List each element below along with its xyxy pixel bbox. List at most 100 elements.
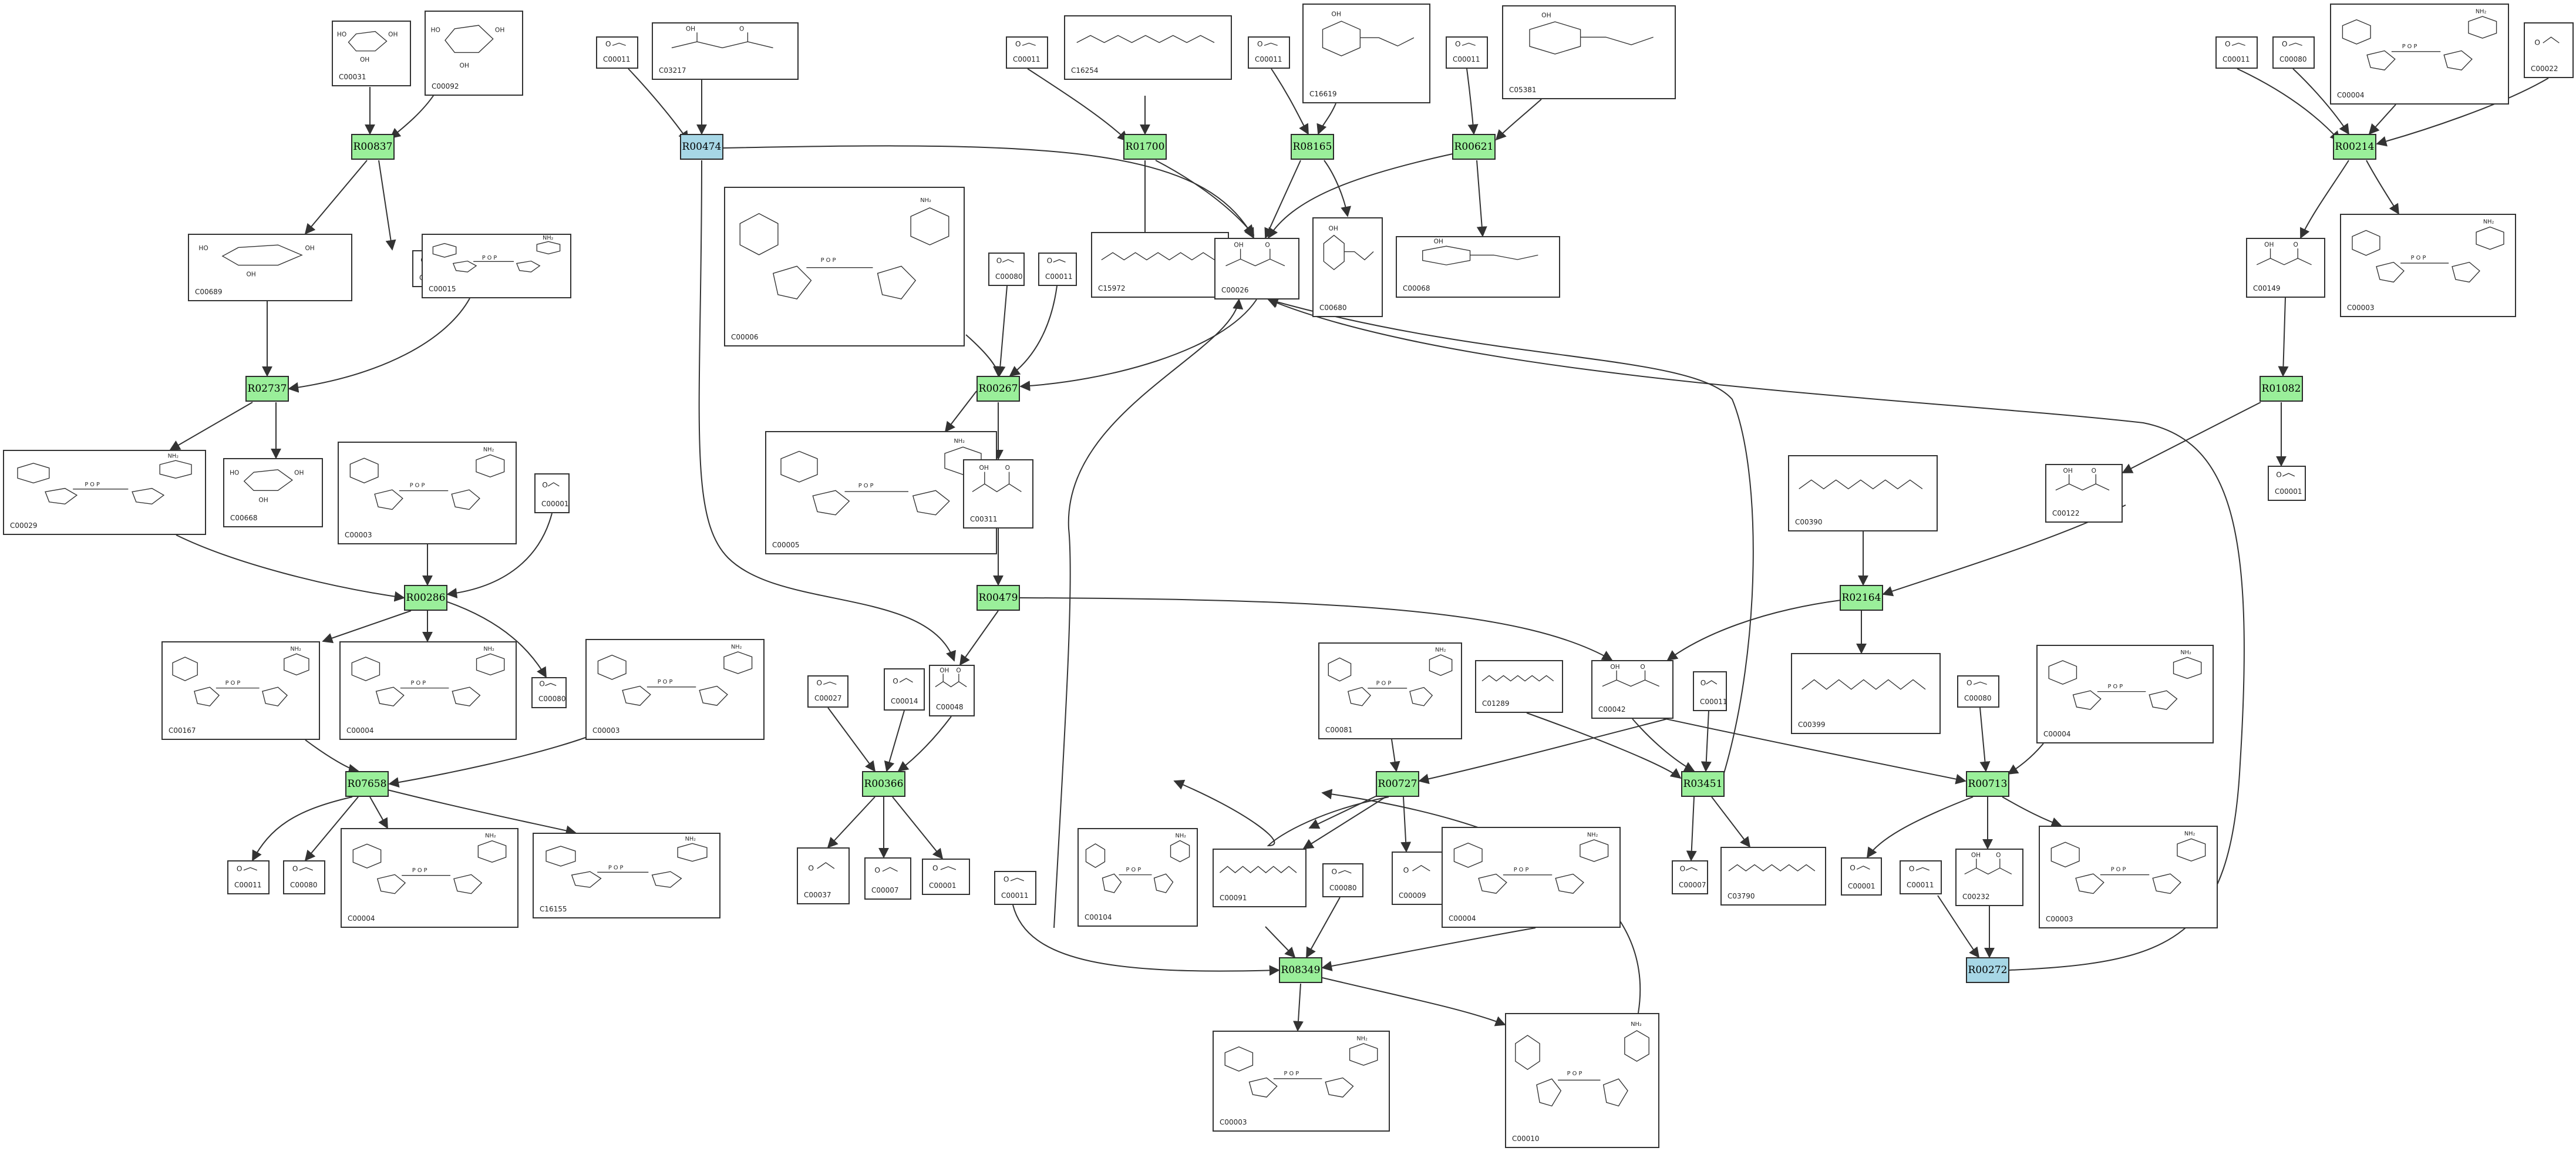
structure-drawing: P O P NH₂: [2050, 831, 2206, 894]
reaction-node[interactable]: R00837: [351, 134, 395, 160]
reaction-node[interactable]: R00621: [1452, 134, 1496, 160]
svg-text:O: O: [605, 40, 611, 48]
compound-box[interactable]: O C00001: [534, 473, 570, 513]
svg-text:P O P: P O P: [821, 257, 836, 264]
compound-box[interactable]: O C00037: [797, 847, 850, 904]
compound-box[interactable]: C01289: [1475, 660, 1563, 713]
reaction-node[interactable]: R00214: [2333, 134, 2376, 160]
reaction-node[interactable]: R00727: [1376, 771, 1419, 797]
svg-text:O: O: [1257, 40, 1262, 48]
reaction-node[interactable]: R00267: [976, 376, 1020, 402]
reaction-node[interactable]: R00366: [862, 771, 905, 797]
reaction-node[interactable]: R00272: [1966, 957, 2009, 983]
reaction-node[interactable]: R08165: [1291, 134, 1334, 160]
compound-box[interactable]: O C00011: [227, 860, 270, 894]
compound-box[interactable]: O C00080: [988, 253, 1025, 286]
compound-box[interactable]: O C00014: [884, 668, 925, 711]
compound-box[interactable]: O C00080: [1322, 863, 1363, 897]
compound-id: C00022: [2531, 65, 2558, 73]
reaction-node[interactable]: R00713: [1966, 771, 2009, 797]
reaction-node[interactable]: R00474: [680, 134, 723, 160]
reaction-node[interactable]: R07658: [345, 771, 389, 797]
compound-box[interactable]: O C00022: [2524, 22, 2574, 78]
reaction-node[interactable]: R02164: [1840, 585, 1883, 611]
compound-box[interactable]: O C00007: [864, 857, 911, 900]
compound-box[interactable]: O C00080: [1957, 675, 1999, 708]
compound-box[interactable]: O C00009: [1392, 852, 1446, 905]
reaction-edge: [378, 160, 396, 251]
compound-box[interactable]: O C00001: [922, 859, 970, 895]
compound-box[interactable]: O C00011: [1248, 36, 1290, 69]
compound-box[interactable]: O C00080: [2272, 36, 2315, 69]
compound-box[interactable]: O C00001: [2268, 466, 2306, 501]
reaction-edge: [1711, 796, 1751, 848]
compound-box[interactable]: O C00001: [1841, 857, 1882, 896]
reaction-node[interactable]: R00286: [404, 585, 447, 611]
reaction-node[interactable]: R03451: [1681, 771, 1725, 797]
compound-box[interactable]: C03790: [1720, 847, 1826, 906]
reaction-node[interactable]: R01700: [1123, 134, 1167, 160]
compound-box[interactable]: O C00080: [283, 860, 325, 894]
compound-box[interactable]: O C00011: [2215, 36, 2258, 69]
compound-box[interactable]: C00390: [1788, 455, 1938, 531]
compound-box[interactable]: C16254: [1064, 15, 1232, 80]
compound-box[interactable]: O C00011: [994, 871, 1036, 905]
reaction-node[interactable]: R08349: [1279, 957, 1322, 983]
compound-box[interactable]: O C00011: [1693, 671, 1728, 711]
structure-drawing: P O P NH₂: [1328, 647, 1453, 706]
compound-box[interactable]: O C00011: [1900, 860, 1942, 894]
structure-drawing: OH: [1322, 11, 1415, 56]
reaction-node[interactable]: R00479: [976, 585, 1020, 611]
compound-box[interactable]: O C00011: [1446, 36, 1488, 69]
structure-drawing: O: [1701, 679, 1718, 687]
compound-box[interactable]: O C00007: [1672, 860, 1708, 894]
svg-text:O: O: [2282, 40, 2287, 48]
compound-box[interactable]: O C00080: [531, 677, 567, 708]
structure-drawing: [1481, 675, 1554, 682]
compound-box[interactable]: O C00027: [807, 675, 848, 708]
compound-box[interactable]: O C00011: [596, 36, 638, 69]
compound-box[interactable]: C00091: [1213, 849, 1306, 907]
compound-box[interactable]: C00399: [1791, 653, 1941, 734]
compound-box[interactable]: O C00011: [1006, 36, 1048, 69]
compound-box[interactable]: C15972: [1091, 232, 1229, 298]
compound-box[interactable]: O C00011: [1038, 253, 1077, 286]
reaction-node[interactable]: R02737: [245, 376, 289, 402]
reaction-node[interactable]: R01082: [2260, 376, 2303, 402]
